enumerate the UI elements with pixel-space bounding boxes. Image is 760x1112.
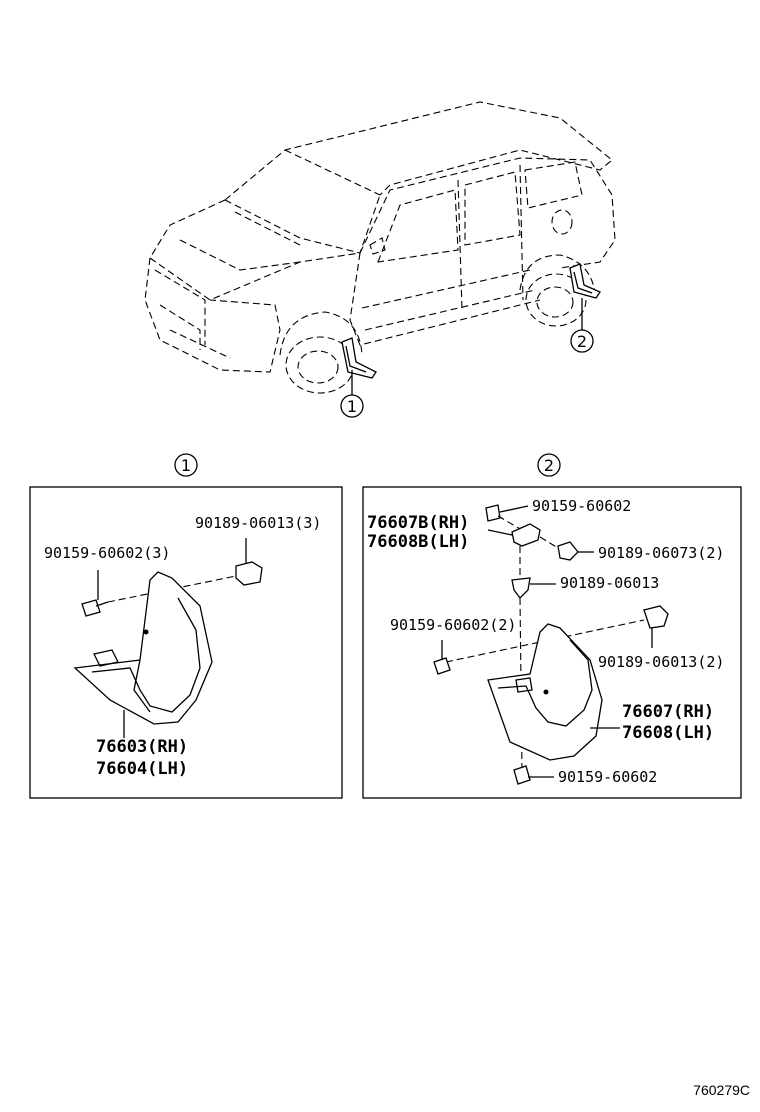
- svg-text:2: 2: [577, 332, 587, 351]
- label-clip-90189-06013: 90189-06013: [560, 574, 659, 592]
- panel-1-screw: [81, 570, 109, 617]
- vehicle-callout-2: 2: [570, 329, 594, 353]
- panel-2-clip-013: [511, 577, 556, 599]
- label-mudflap-76603-rh: 76603(RH): [96, 737, 188, 757]
- panel-2-callout: 2: [537, 453, 561, 477]
- label-mudflap-76608-lh: 76608(LH): [622, 723, 714, 743]
- label-bracket-76608b-lh: 76608B(LH): [367, 532, 469, 552]
- panel-2-clip-013-2: [643, 605, 669, 648]
- drawing-code: 760279C: [693, 1082, 750, 1098]
- label-clip-90189-06013-3: 90189-06013(3): [195, 514, 321, 532]
- svg-text:2: 2: [544, 456, 554, 475]
- panel-2-bracket: [487, 523, 541, 547]
- label-clip-90189-06073-2: 90189-06073(2): [598, 544, 724, 562]
- panel-1-clip: [235, 538, 263, 586]
- front-mudflap-location: [341, 337, 377, 395]
- panel-1-callout: 1: [174, 453, 198, 477]
- label-mudflap-76604-lh: 76604(LH): [96, 759, 188, 779]
- label-clip-90189-06013-2: 90189-06013(2): [598, 653, 724, 671]
- panel-1-frame: [29, 486, 343, 799]
- label-screw-90159-60602-top: 90159-60602: [532, 497, 631, 515]
- svg-text:1: 1: [181, 456, 191, 475]
- vehicle-callout-1: 1: [340, 394, 364, 418]
- panel-2-clip-axis: [539, 536, 559, 549]
- vehicle-outline: [144, 101, 616, 394]
- svg-text:1: 1: [347, 397, 357, 416]
- panel-2-screw-2: [433, 640, 451, 675]
- panel-2-top-screw: [485, 504, 529, 522]
- label-mudflap-76607-rh: 76607(RH): [622, 702, 714, 722]
- panel-2-mudflap: [487, 623, 620, 761]
- label-screw-90159-60602-3: 90159-60602(3): [44, 544, 170, 562]
- label-screw-90159-60602-2: 90159-60602(2): [390, 616, 516, 634]
- panel-2-frame: [362, 486, 742, 799]
- panel-2-clip-073: [557, 541, 594, 561]
- panel-2-screw-axis: [497, 515, 523, 531]
- label-bracket-76607b-rh: 76607B(RH): [367, 513, 469, 533]
- panel-1-mudflap: [73, 571, 213, 738]
- panel-2-bottom-screw: [513, 765, 554, 785]
- label-screw-90159-60602-bottom: 90159-60602: [558, 768, 657, 786]
- rear-mudflap-location: [569, 263, 601, 330]
